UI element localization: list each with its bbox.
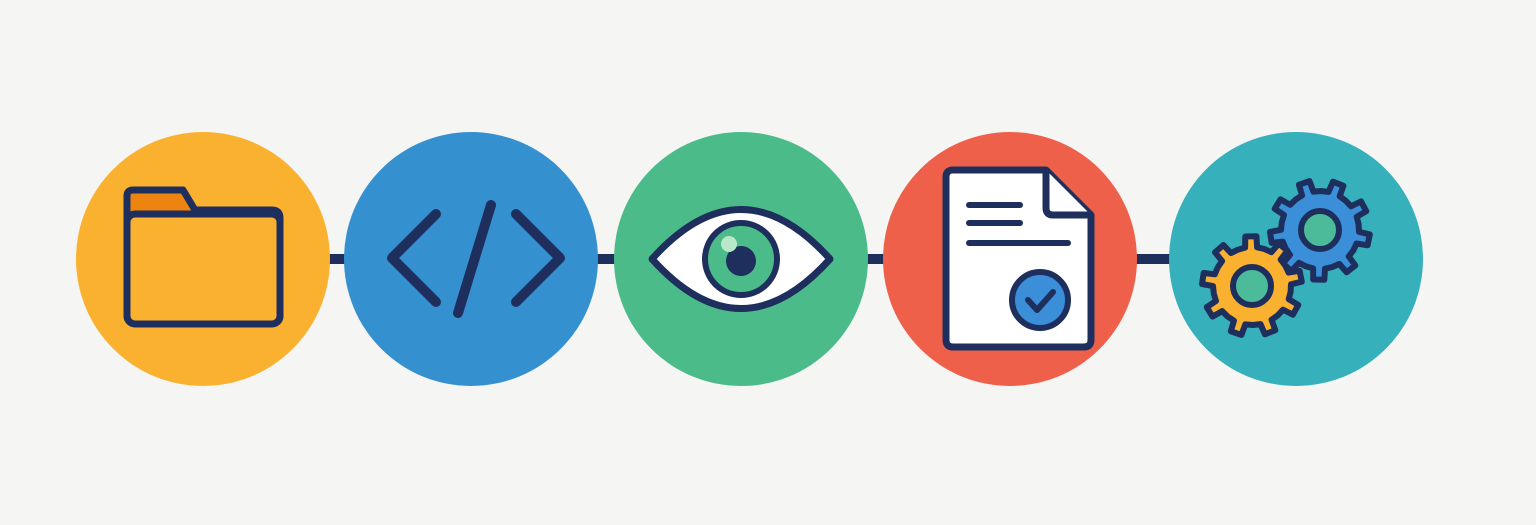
code-icon [387,200,565,318]
check-badge-icon [1009,269,1071,331]
gears-icon [1199,178,1373,338]
folder-icon [123,186,284,328]
eye-icon [648,206,834,312]
document-check-icon [942,166,1095,351]
